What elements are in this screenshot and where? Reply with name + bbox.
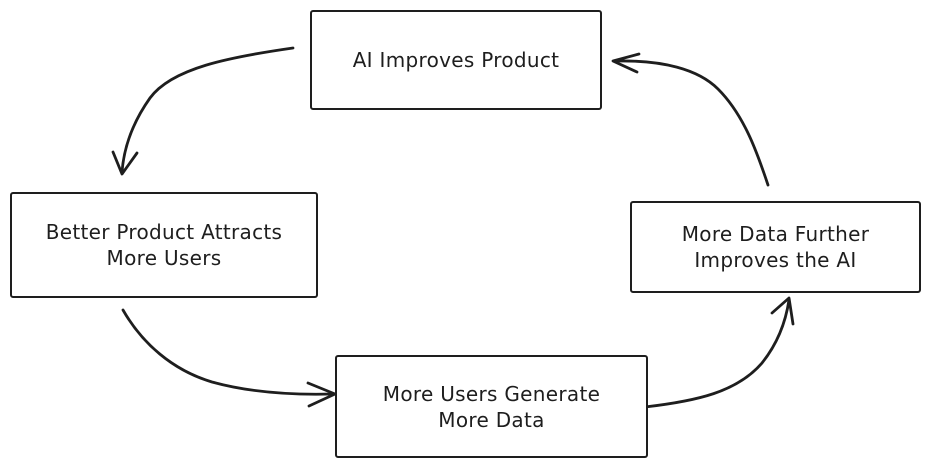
node-more-data-further-improves-the-ai: More Data Further Improves the AI bbox=[630, 201, 921, 293]
arrow-right-to-top bbox=[611, 52, 770, 187]
node-ai-improves-product: AI Improves Product bbox=[310, 10, 602, 110]
arrow-left-to-bottom bbox=[121, 308, 337, 408]
arrow-bottom-to-right bbox=[643, 296, 795, 409]
arrow-top-to-left bbox=[111, 46, 295, 176]
node-more-users-generate-more-data: More Users Generate More Data bbox=[335, 355, 648, 458]
node-better-product-attracts-more-users: Better Product Attracts More Users bbox=[10, 192, 318, 298]
